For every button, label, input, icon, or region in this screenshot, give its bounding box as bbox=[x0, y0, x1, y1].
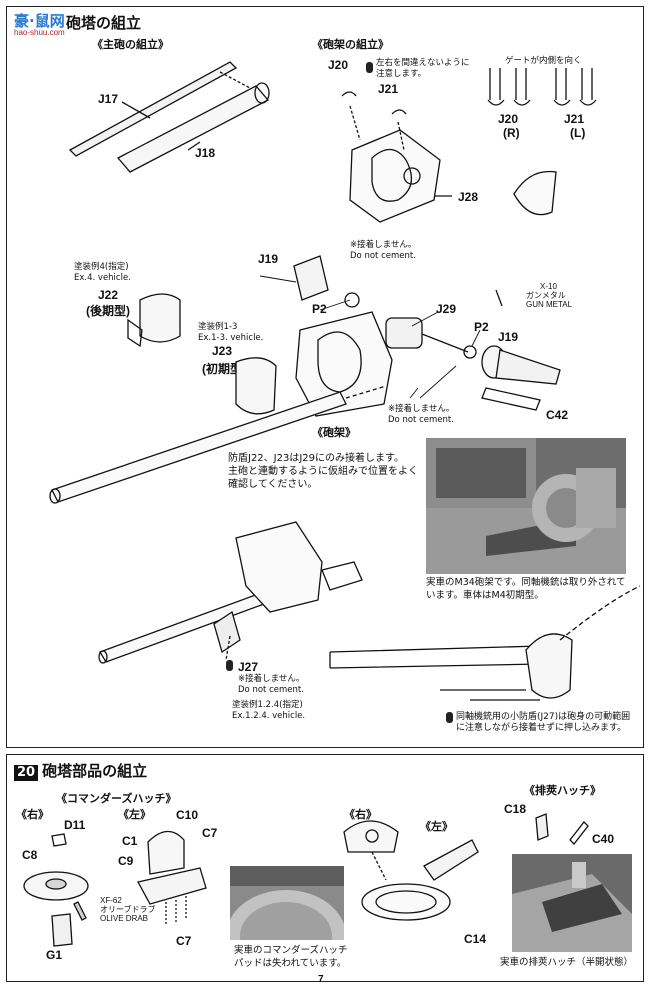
page-number: 7 bbox=[318, 974, 324, 985]
label-d11: D11 bbox=[64, 818, 86, 832]
commander-photo-caption: 実車のコマンダーズハッチ パッドは失われています。 bbox=[234, 945, 348, 969]
site-logo: 豪·鼠网 bbox=[14, 12, 65, 30]
label-j22: J22 bbox=[98, 288, 119, 302]
j27-paint-note: 塗装例1.2.4(指定) Ex.1.2.4. vehicle. bbox=[232, 700, 306, 721]
label-c14: C14 bbox=[464, 932, 487, 946]
label-p2-b: P2 bbox=[474, 320, 489, 334]
mount-label: 《砲架》 bbox=[312, 426, 356, 439]
step19-box bbox=[6, 6, 644, 748]
commander-right-label: 《右》 bbox=[16, 808, 49, 821]
gun-mount-subtitle: 《砲架の組立》 bbox=[312, 38, 389, 51]
no-cement-note-2: ※接着しません。 Do not cement. bbox=[388, 404, 455, 425]
label-c10: C10 bbox=[176, 808, 199, 822]
commander-hatch-photo bbox=[230, 866, 344, 940]
label-j20: J20 bbox=[328, 58, 349, 72]
label-c18: C18 bbox=[504, 802, 527, 816]
gun-mount-note: 左右を間違えないように 注意します。 bbox=[376, 58, 470, 79]
gate-note: ゲートが内側を向く bbox=[505, 56, 582, 66]
label-j20-r: J20 bbox=[498, 112, 519, 126]
ejector-photo-caption: 実車の排莢ハッチ（半開状態） bbox=[500, 957, 634, 968]
label-c7-a: C7 bbox=[202, 826, 218, 840]
label-r: (R) bbox=[503, 126, 520, 140]
label-c1: C1 bbox=[122, 834, 138, 848]
label-j17: J17 bbox=[98, 92, 119, 106]
label-j29: J29 bbox=[436, 302, 457, 316]
ejector-hatch-photo bbox=[512, 854, 632, 952]
m34-photo-caption: 実車のM34砲架です。同軸機銃は取り外されて います。車体はM4初期型。 bbox=[426, 577, 626, 601]
label-j27: J27 bbox=[238, 660, 259, 674]
label-p2-a: P2 bbox=[312, 302, 327, 316]
section-title: 砲塔の組立 bbox=[66, 14, 142, 32]
label-j21: J21 bbox=[378, 82, 399, 96]
main-gun-subtitle: 《主砲の組立》 bbox=[92, 38, 169, 51]
ejector-hatch-subtitle: 《排莢ハッチ》 bbox=[524, 784, 601, 797]
label-c9: C9 bbox=[118, 854, 134, 868]
site-logo-sub: hao-shuu.com bbox=[14, 28, 65, 37]
j23-paint-note: 塗装例1-3 Ex.1-3. vehicle. bbox=[198, 322, 264, 343]
loader-left-label: 《左》 bbox=[420, 820, 453, 833]
label-l: (L) bbox=[570, 126, 586, 140]
commander-hatch-subtitle: 《コマンダーズハッチ》 bbox=[56, 792, 177, 805]
label-c40: C40 bbox=[592, 832, 615, 846]
paint-x10: X-10 ガンメタル GUN METAL bbox=[526, 282, 573, 309]
label-c8: C8 bbox=[22, 848, 38, 862]
label-j18: J18 bbox=[195, 146, 216, 160]
label-j22-type: (後期型) bbox=[86, 304, 130, 318]
label-j23: J23 bbox=[212, 344, 233, 358]
m34-mount-photo bbox=[426, 438, 626, 574]
loader-right-label: 《右》 bbox=[344, 808, 377, 821]
mantlet-instruction: 防盾J22、J23はJ29にのみ接着します。 主砲と連動するように仮組みで位置を… bbox=[228, 453, 418, 490]
label-j28: J28 bbox=[458, 190, 479, 204]
commander-left-label: 《左》 bbox=[118, 808, 151, 821]
label-j19: J19 bbox=[258, 252, 279, 266]
j27-no-cement: ※接着しません。 Do not cement. bbox=[238, 674, 305, 695]
paint-xf62: XF-62 オリーブドラブ OLIVE DRAB bbox=[100, 896, 156, 923]
label-j21-l: J21 bbox=[564, 112, 585, 126]
no-cement-note-1: ※接着しません。 Do not cement. bbox=[350, 240, 417, 261]
j22-paint-note: 塗装例4(指定) Ex.4. vehicle. bbox=[74, 262, 131, 283]
label-c7-b: C7 bbox=[176, 934, 192, 948]
j27-bottom-note: 同軸機銃用の小防盾(J27)は砲身の可動範囲 に注意しながら接着せずに押し込みま… bbox=[456, 712, 631, 733]
label-g1: G1 bbox=[46, 948, 63, 962]
label-j19-b: J19 bbox=[498, 330, 519, 344]
step20-number: 20 bbox=[14, 765, 39, 781]
label-c42: C42 bbox=[546, 408, 569, 422]
label-j23-type: (初期型) bbox=[202, 362, 246, 376]
